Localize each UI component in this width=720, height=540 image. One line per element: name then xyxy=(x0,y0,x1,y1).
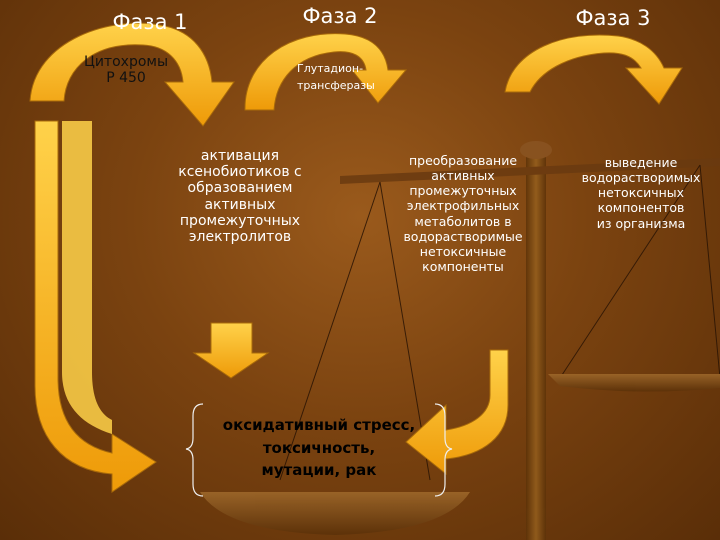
phase-1-enzyme: Цитохромы Р 450 xyxy=(80,54,172,86)
phase-2-description-line-1: преобразование xyxy=(408,153,518,168)
curved-arrow-phase-2 xyxy=(244,33,408,111)
phase-2-description-line-2: активных xyxy=(431,168,495,184)
phase-3-description: выведение водорастворимых нетоксичных ко… xyxy=(566,155,716,231)
phase-1-description-line-2: ксенобиотиков с xyxy=(178,164,302,181)
down-arrow xyxy=(192,322,270,379)
scale-beam xyxy=(340,158,720,184)
phase-2-description-line-3: промежуточных xyxy=(409,183,517,199)
phase-2-description-line-5: метаболитов в xyxy=(414,213,512,229)
phase-3-description-line-3: нетоксичных xyxy=(597,185,685,201)
curved-arrow-phase-3 xyxy=(504,34,683,105)
phase-1-enzyme-line-2: Р 450 xyxy=(106,70,146,87)
scale-string-left-a xyxy=(279,181,381,481)
phase-2-description-line-7: нетоксичные xyxy=(419,243,507,259)
phase-2-enzyme: Глутадион- трансферазы xyxy=(297,60,397,94)
scale-string-right-b xyxy=(699,164,720,379)
phase-1-description-line-3: образованием xyxy=(187,180,293,197)
phase-1-description-line-5: промежуточных xyxy=(179,212,301,229)
hook-arrow-right xyxy=(405,349,509,476)
outcome-text: оксидативный стресс, токсичность, мутаци… xyxy=(196,414,442,482)
phase-2-description: преобразование активных промежуточных эл… xyxy=(380,153,546,274)
outcome-line-3: мутации, рак xyxy=(261,461,377,479)
phase-1-description-line-1: активация xyxy=(200,148,280,164)
phase-3-description-line-5: из организма xyxy=(596,215,686,231)
scale-string-right-a xyxy=(559,164,701,379)
phase-2-description-line-6: водорастворимые xyxy=(403,228,523,244)
outcome-line-1: оксидативный стресс, xyxy=(222,416,416,434)
phase-3-title: Фаза 3 xyxy=(575,6,651,30)
phase-2-description-line-4: электрофильных xyxy=(406,198,520,214)
phase-1-enzyme-line-1: Цитохромы xyxy=(83,54,169,70)
phase-3-description-line-1: выведение xyxy=(604,155,678,170)
scale-pole xyxy=(526,150,546,540)
phase-1-description: активация ксенобиотиков с образованием а… xyxy=(140,148,340,245)
hook-arrow-left-highlight xyxy=(62,121,112,434)
outcome-bracket xyxy=(185,403,453,497)
phase-3-description-line-4: компонентов xyxy=(597,200,685,216)
curved-arrow-phase-1 xyxy=(29,22,235,127)
phase-2-enzyme-line-2: трансферазы xyxy=(297,79,375,93)
hook-arrow-left xyxy=(34,120,157,493)
phase-2-title: Фаза 2 xyxy=(302,4,378,28)
phase-2-enzyme-line-1: Глутадион- xyxy=(297,62,364,75)
scale-pole-knob xyxy=(520,141,552,159)
phase-1-description-line-4: активных xyxy=(204,196,276,213)
scale-pan-right xyxy=(548,374,720,392)
phase-1-description-line-6: электролитов xyxy=(188,229,292,246)
scale-illustration xyxy=(200,141,720,540)
scale-pan-left xyxy=(200,492,470,535)
outcome-line-2: токсичность, xyxy=(262,438,376,457)
phase-3-description-line-2: водорастворимых xyxy=(581,170,701,186)
phase-2-description-line-8: компоненты xyxy=(422,258,504,274)
phase-1-title: Фаза 1 xyxy=(112,10,188,34)
